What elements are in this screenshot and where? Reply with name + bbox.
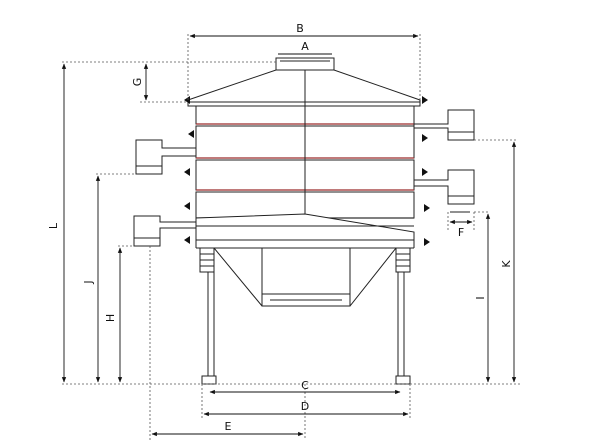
label-E: E xyxy=(225,420,232,433)
outlet-left-bottom xyxy=(133,215,197,247)
label-B: B xyxy=(296,22,304,35)
outlet-right-middle xyxy=(413,169,475,213)
foot-left xyxy=(201,375,217,385)
machine-body xyxy=(133,57,475,385)
label-A: A xyxy=(301,40,309,53)
outlet-right-top xyxy=(413,109,475,141)
dimension-labels: B A G L J H K I F C D E xyxy=(47,22,513,433)
label-C: C xyxy=(301,379,309,392)
label-F: F xyxy=(458,226,464,239)
foot-right xyxy=(395,375,411,385)
outlet-left-top xyxy=(135,139,197,175)
label-L: L xyxy=(47,222,60,229)
label-G: G xyxy=(131,78,144,87)
label-J: J xyxy=(82,280,95,284)
spring-left xyxy=(199,247,215,273)
label-D: D xyxy=(301,400,309,413)
clamp-markers-left xyxy=(184,96,194,244)
dimension-lines xyxy=(61,33,517,437)
label-H: H xyxy=(104,314,117,322)
label-I: I xyxy=(474,296,487,299)
feed-inlet xyxy=(275,57,335,71)
base-hopper xyxy=(195,213,415,241)
top-cover xyxy=(187,69,421,107)
clamp-markers-right xyxy=(422,96,430,246)
spring-right xyxy=(395,247,411,273)
label-K: K xyxy=(500,260,513,268)
screen-frames xyxy=(195,105,415,219)
